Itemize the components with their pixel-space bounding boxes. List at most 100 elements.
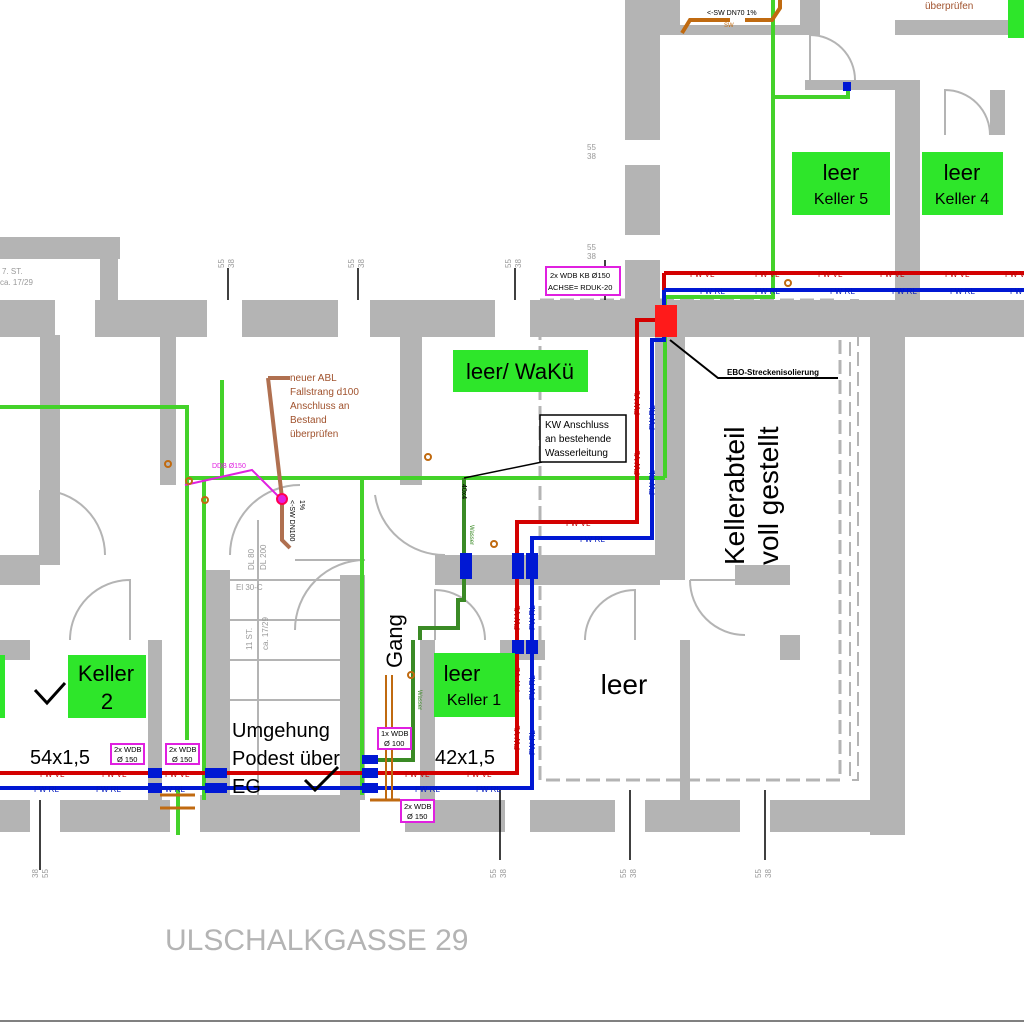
stair-note-1: 7. ST. (2, 267, 22, 276)
dim-label: 55 (587, 243, 596, 252)
pipe-size-42: 42x1,5 (435, 747, 495, 769)
street-name: ULSCHALKGASSE 29 (165, 924, 468, 957)
fw-vl-label: FW VL (513, 667, 522, 692)
wdb-label: 2x WDB (114, 745, 142, 754)
dim-label: 55 (41, 869, 50, 878)
fw-vl-label: FW VL (165, 770, 190, 779)
fw-rl-label: FW RL (528, 675, 537, 700)
gang-label: Gang (382, 614, 407, 668)
fw-rl-label: FW RL (96, 785, 121, 794)
water-lines (0, 0, 850, 835)
fw-rl-label: FW RL (755, 287, 780, 296)
umgehung-line1: Umgehung (232, 720, 330, 742)
sw-dn70-label: <-SW DN70 1% (707, 10, 757, 17)
dim-label: 38 (587, 252, 596, 261)
annotations: Umgehung Podest über EG 54x1,5 42x1,5 KW… (0, 1, 973, 957)
stair-note-2: ca. 17/29 (0, 278, 33, 287)
fw-vl-label: FW VL (633, 390, 642, 415)
wdb-label: 1x WDB (381, 729, 409, 738)
dim-label: 38 (357, 259, 366, 268)
fw-rl-label: FW RL (950, 287, 975, 296)
dim-label: 38 (514, 259, 523, 268)
dim-label: 55 (619, 869, 628, 878)
pipe-size-54: 54x1,5 (30, 747, 90, 769)
fw-rl-label: FW RL (1010, 287, 1024, 296)
fw-vl-label: FW VL (755, 270, 780, 279)
wdb-label: 2x WDB (404, 802, 432, 811)
abl-note-line4: Bestand (290, 415, 327, 426)
abl-note-line2: Fallstrang d100 (290, 387, 359, 398)
fw-rl-label: FW RL (830, 287, 855, 296)
keller2-number: 2 (101, 689, 113, 714)
dim-label: 55 (347, 259, 356, 268)
keller4-status: leer (944, 160, 981, 185)
wasser-label: Wasser (416, 690, 422, 710)
kw-note-line3: Wasserleitung (545, 448, 608, 459)
door-swings (39, 34, 991, 870)
pipe-labels: FW VL FW VL FW VL FW VL FW VL FW VL FW R… (34, 270, 1024, 794)
dim-label: 55 (217, 259, 226, 268)
keller1-status: leer (444, 661, 481, 686)
fw-vl-label: FW VL (880, 270, 905, 279)
pipe-size-40x4: 40x4 (460, 484, 467, 499)
wdb-label: 2x WDB (169, 745, 197, 754)
dim-label: 55 (754, 869, 763, 878)
fw-rl-label: FW RL (415, 785, 440, 794)
fw-vl-label: FW VL (1005, 270, 1024, 279)
umgehung-line3: EG (232, 776, 261, 798)
kellerabteil-line2: voll gestellt (753, 426, 784, 565)
fw-rl-label: FW RL (580, 535, 605, 544)
dim-label: 38 (587, 152, 596, 161)
fw-rl-label: FW RL (34, 785, 59, 794)
dim-label: 38 (31, 869, 40, 878)
keller4-name: Keller 4 (935, 191, 989, 208)
sw-label: SW (724, 23, 734, 29)
stair2-note-2: ca. 17/29 (261, 617, 270, 650)
stair2-note-1: 11 ST. (245, 628, 254, 650)
dim-label: 55 (587, 143, 596, 152)
fw-vl-label: FW VL (102, 770, 127, 779)
district-heating-pipes (0, 82, 1024, 793)
keller5-status: leer (823, 160, 860, 185)
dim-label: 38 (227, 259, 236, 268)
fw-vl-label: FW VL (40, 770, 65, 779)
kw-note-line2: an bestehende (545, 434, 612, 445)
keller2-name: Keller (78, 661, 134, 686)
wdb-size: Ø 150 (407, 812, 427, 821)
fw-vl-label: FW VL (513, 605, 522, 630)
dim-label: 55 (504, 259, 513, 268)
waku-label: leer/ WaKü (466, 359, 574, 384)
fw-rl-label: FW RL (528, 605, 537, 630)
kw-note-line1: KW Anschluss (545, 420, 609, 431)
fw-rl-label: FW RL (528, 730, 537, 755)
ddb-label: DDB Ø150 (212, 463, 246, 470)
abl-note-line1: neuer ABL (290, 373, 337, 384)
fw-rl-label: FW RL (160, 785, 185, 794)
fw-vl-label: FW VL (513, 725, 522, 750)
leer-room-label: leer (601, 669, 648, 700)
abl-note-line5: überprüfen (290, 429, 338, 440)
fw-vl-label: FW VL (566, 519, 591, 528)
wdb-kb-line2: ACHSE= RDUK-20 (548, 283, 612, 292)
dim-label: 38 (629, 869, 638, 878)
ebo-label: EBO-Streckenisolierung (727, 368, 819, 377)
sw-slope-label: 1% (298, 500, 305, 510)
wdb-size: Ø 150 (172, 755, 192, 764)
fw-vl-label: FW VL (405, 770, 430, 779)
wasser-label: Wasser (468, 525, 474, 545)
el-label: El 30-C (236, 583, 263, 592)
fw-rl-label: FW RL (892, 287, 917, 296)
fw-vl-label: FW VL (467, 770, 492, 779)
keller5-name: Keller 5 (814, 191, 868, 208)
abl-note-line3: Anschluss an (290, 401, 349, 412)
wdb-size: Ø 150 (117, 755, 137, 764)
fw-rl-label: FW RL (476, 785, 501, 794)
room-tags: leer Keller 5 leer Keller 4 leer/ WaKü l… (0, 0, 1024, 718)
dim-label: 38 (499, 869, 508, 878)
fw-rl-label: FW RL (648, 470, 657, 495)
umgehung-line2: Podest über (232, 748, 340, 770)
dim-label: 38 (764, 869, 773, 878)
wdb-size: Ø 100 (384, 739, 404, 748)
